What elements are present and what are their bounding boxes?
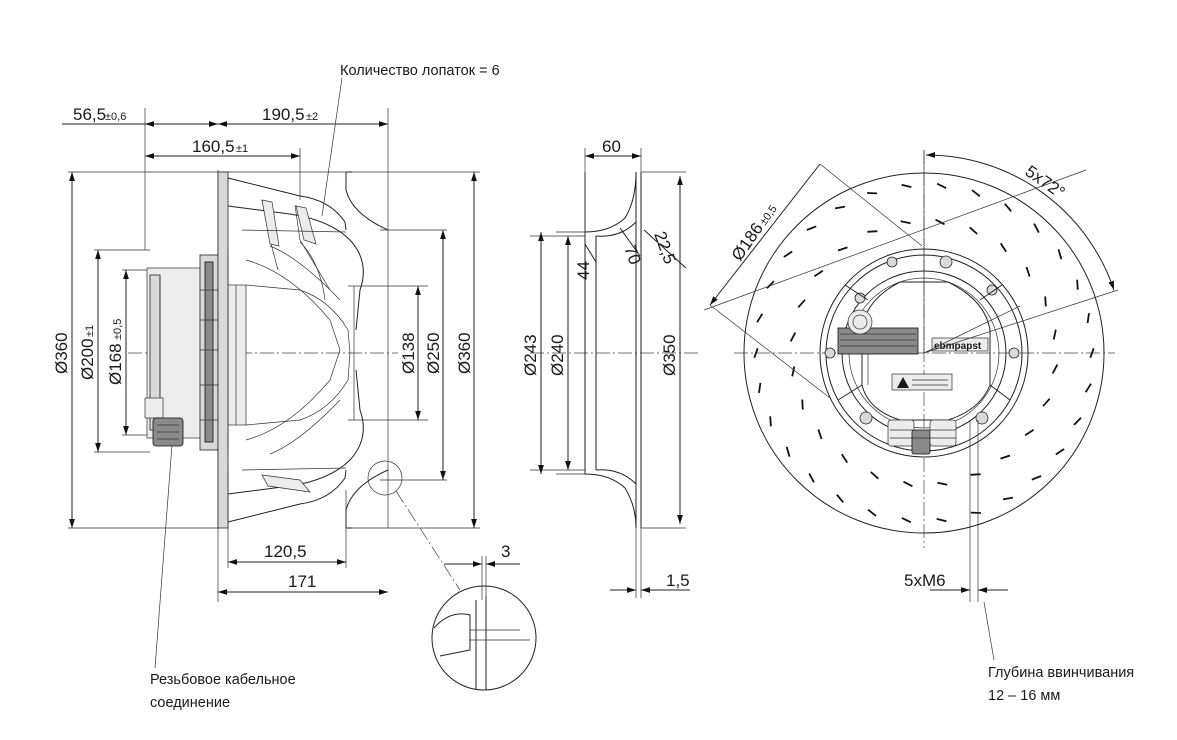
- blade-mark: [1057, 249, 1063, 260]
- dim-44: 44: [574, 261, 593, 280]
- blade-mark: [1000, 454, 1011, 460]
- blade-mark: [783, 250, 793, 258]
- dim-160-5: 160,5: [192, 137, 235, 156]
- blade-mark: [1073, 417, 1082, 426]
- blade-mark: [1031, 475, 1042, 481]
- blade-mark: [1086, 312, 1090, 324]
- nozzle-view: 60 44 70 22,5 Ø243 Ø240 Ø350 1,5: [521, 137, 700, 598]
- dim-d360-left: Ø360: [52, 332, 71, 374]
- dim-60: 60: [602, 137, 621, 156]
- blade-mark: [867, 508, 877, 517]
- blade-mark: [870, 471, 879, 480]
- dim-190-5: 190,5: [262, 105, 305, 124]
- dim-d250: Ø250: [424, 332, 443, 374]
- side-view: 56,5 ±0,6 190,5 ±2 160,5 ±1 Ø360 Ø200 ±1…: [52, 63, 500, 711]
- blade-mark: [801, 399, 804, 410]
- blade-mark: [969, 226, 978, 235]
- blade-mark: [834, 205, 846, 210]
- blade-mark: [901, 183, 912, 188]
- dim-5x72: 5x72°: [1022, 162, 1069, 203]
- front-view: ebmpapst 5xM6 Глубина ввинчивания 12 – 1…: [703, 150, 1134, 704]
- blade-mark: [797, 299, 806, 308]
- dim-160-5-tol: ±1: [236, 143, 248, 155]
- dim-190-5-tol: ±2: [306, 111, 318, 123]
- blade-mark: [836, 494, 844, 503]
- blade-mark: [900, 220, 911, 225]
- dim-d350: Ø350: [660, 334, 679, 376]
- blade-mark: [1033, 223, 1040, 234]
- dim-22-5: 22,5: [650, 229, 679, 267]
- dim-d200-tol: ±1: [84, 325, 96, 337]
- blade-mark: [936, 182, 947, 189]
- dim-171: 171: [288, 572, 316, 591]
- blade-mark: [806, 225, 817, 231]
- dim-d138: Ø138: [399, 332, 418, 374]
- dim-3: 3: [501, 542, 510, 561]
- blade-mark: [791, 366, 796, 377]
- blade-mark: [1052, 329, 1057, 340]
- dim-56-5-tol: ±0,6: [105, 111, 126, 123]
- blade-mark: [813, 270, 824, 278]
- blade-mark: [817, 429, 823, 440]
- dim-d240: Ø240: [548, 334, 567, 376]
- blade-mark: [766, 280, 775, 289]
- blade-mark: [1025, 266, 1031, 277]
- blade-mark: [936, 518, 947, 523]
- thread-depth-note-line1: Глубина ввинчивания: [988, 665, 1134, 681]
- blade-mark: [999, 242, 1007, 253]
- dim-d186: Ø186: [728, 219, 767, 264]
- blade-mark: [753, 347, 759, 359]
- cable-gland-note-line1: Резьбовое кабельное: [150, 672, 296, 688]
- blade-mark: [808, 472, 815, 483]
- blade-mark: [1024, 428, 1035, 436]
- blade-mark: [901, 517, 912, 524]
- blade-mark: [758, 382, 762, 394]
- blade-mark: [903, 480, 913, 488]
- dim-d360-right: Ø360: [455, 332, 474, 374]
- blade-mark: [1055, 448, 1065, 456]
- blade-mark: [1051, 364, 1059, 374]
- brand-logo: ebmpapst: [934, 341, 982, 352]
- blade-mark: [1089, 347, 1095, 359]
- blade-mark: [756, 313, 764, 323]
- blade-mark: [937, 481, 948, 486]
- dim-d168: Ø168: [106, 343, 125, 385]
- dim-d186-tol: ±0,5: [758, 203, 780, 227]
- blade-mark: [1076, 279, 1079, 290]
- blade-mark: [971, 189, 981, 198]
- dim-d200: Ø200: [78, 338, 97, 380]
- dim-120-5: 120,5: [264, 542, 307, 561]
- blade-mark: [867, 230, 878, 233]
- blade-mark: [789, 332, 797, 342]
- blade-count-note: Количество лопаток = 6: [340, 63, 500, 79]
- blade-mark: [1042, 398, 1051, 407]
- blade-mark: [1004, 203, 1012, 212]
- blade-mark: [1084, 383, 1092, 393]
- blade-mark: [970, 473, 981, 476]
- blade-mark: [785, 446, 791, 457]
- blade-mark: [841, 453, 849, 464]
- dim-d243: Ø243: [521, 334, 540, 376]
- blade-mark: [1044, 296, 1047, 307]
- detail-view: 3: [431, 542, 537, 691]
- cable-gland-note-line2: соединение: [150, 695, 230, 711]
- blade-mark: [837, 246, 848, 252]
- dim-d168-tol: ±0,5: [112, 319, 124, 340]
- blade-mark: [1002, 496, 1014, 501]
- dim-56-5: 56,5: [73, 105, 106, 124]
- dim-1-5: 1,5: [666, 571, 690, 590]
- thread-depth-note-line2: 12 – 16 мм: [988, 688, 1060, 704]
- blade-mark: [769, 416, 772, 427]
- dim-5xM6: 5xM6: [904, 571, 946, 590]
